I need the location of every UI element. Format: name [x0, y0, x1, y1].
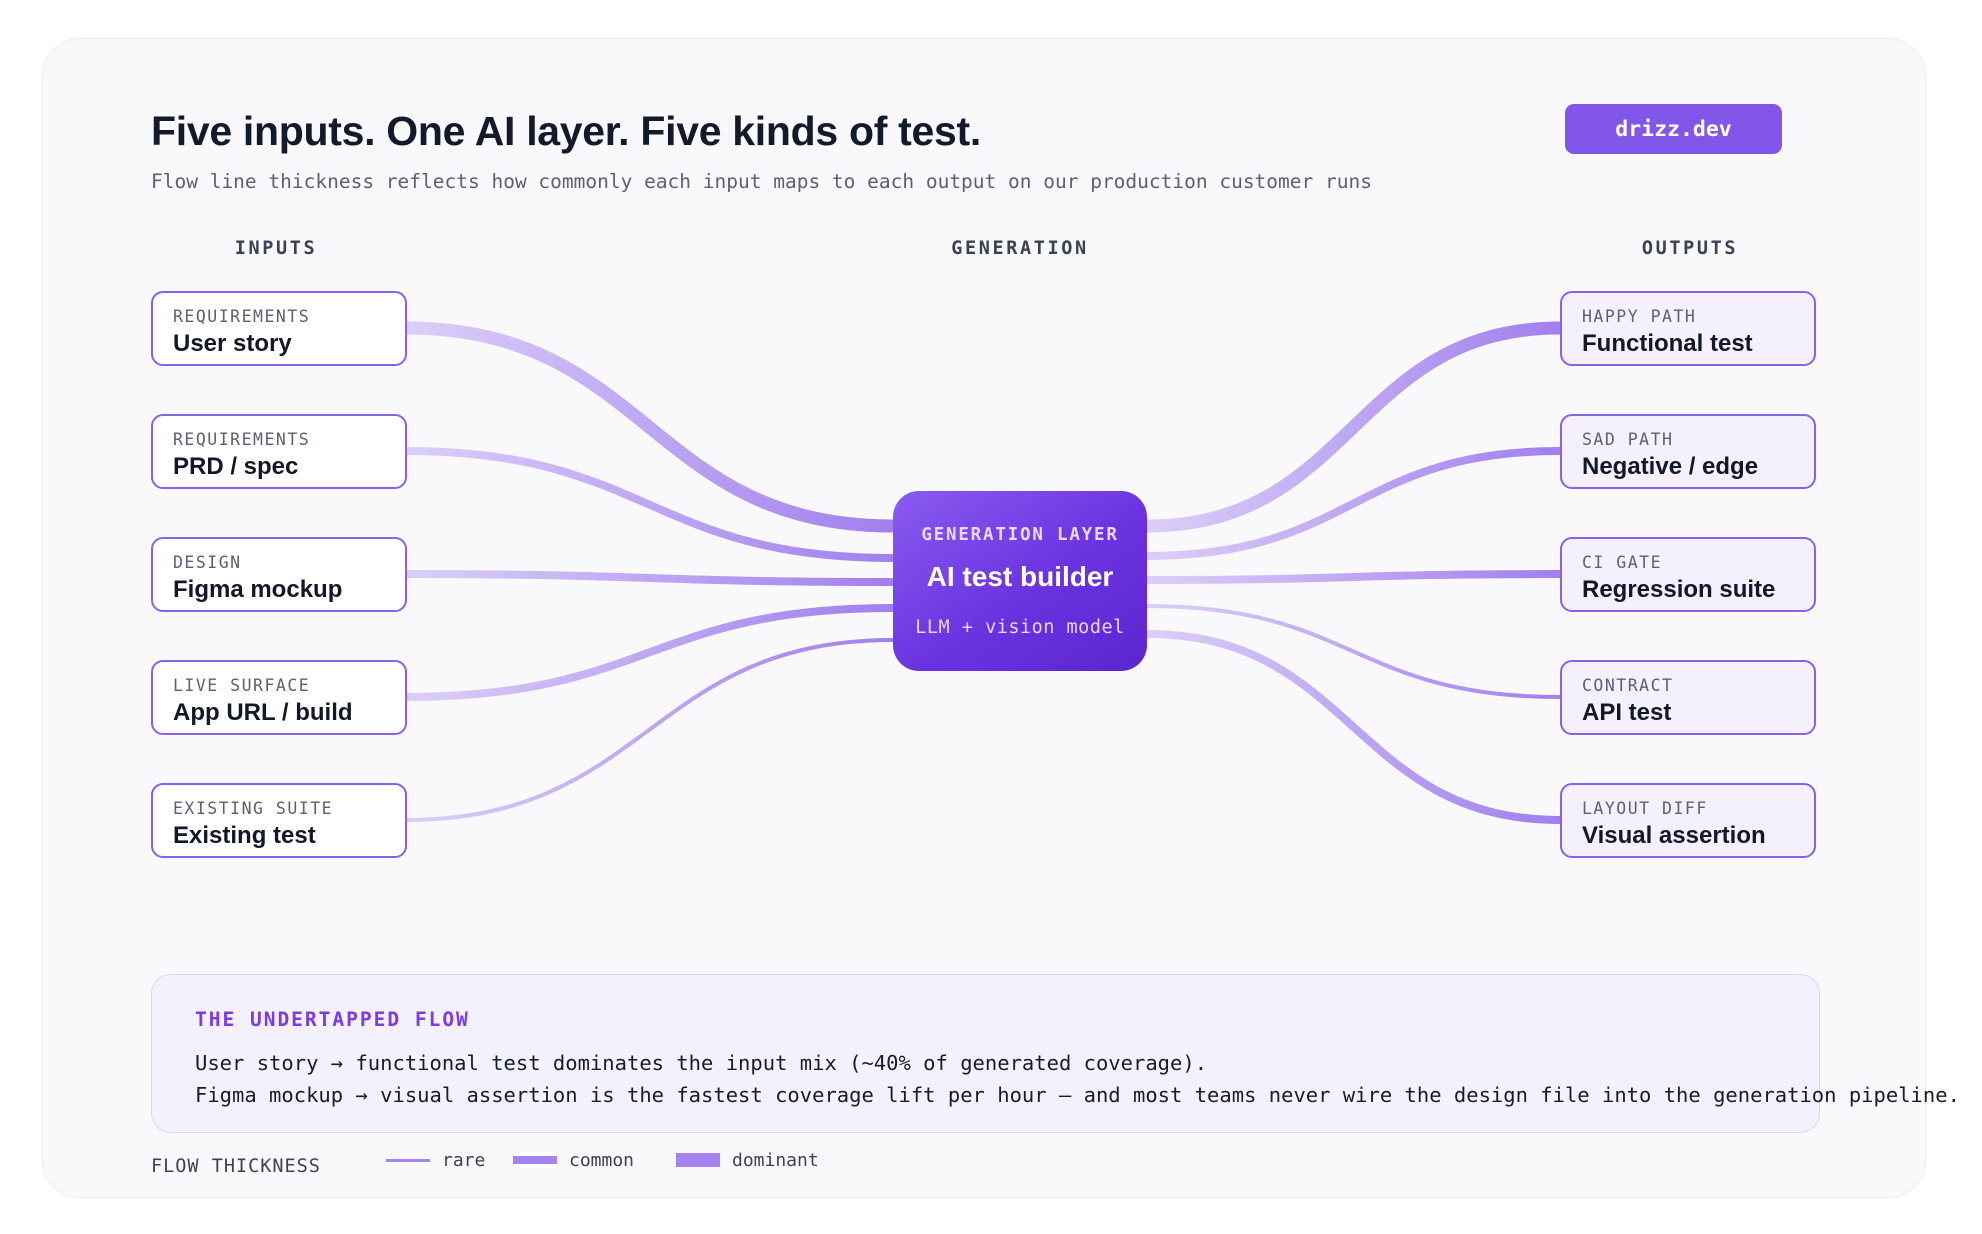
legend-item-dominant: dominant	[676, 1148, 819, 1172]
callout-line-1: User story → functional test dominates t…	[195, 1051, 1208, 1075]
page-subtitle: Flow line thickness reflects how commonl…	[151, 170, 1372, 193]
output-flow-line	[1146, 604, 1561, 699]
output-label: API test	[1582, 699, 1672, 726]
brand-badge[interactable]: drizz.dev	[1565, 104, 1782, 154]
output-kind: CI GATE	[1582, 553, 1663, 572]
page-title: Five inputs. One AI layer. Five kinds of…	[151, 108, 981, 154]
generation-column-heading: GENERATION	[951, 238, 1089, 259]
legend-swatch-common	[513, 1156, 557, 1164]
output-node-functional-test[interactable]: HAPPY PATH Functional test	[1560, 291, 1816, 366]
output-kind: CONTRACT	[1582, 676, 1674, 695]
output-label: Visual assertion	[1582, 822, 1766, 849]
input-node-figma-mockup[interactable]: DESIGN Figma mockup	[151, 537, 407, 612]
input-label: PRD / spec	[173, 453, 299, 480]
input-kind: EXISTING SUITE	[173, 799, 334, 818]
callout-title: THE UNDERTAPPED FLOW	[195, 1008, 470, 1031]
input-label: Existing test	[173, 822, 316, 849]
legend-item-common: common	[513, 1148, 634, 1172]
output-kind: SAD PATH	[1582, 430, 1674, 449]
generation-node[interactable]: GENERATION LAYER AI test builder LLM + v…	[893, 491, 1147, 671]
output-node-regression-suite[interactable]: CI GATE Regression suite	[1560, 537, 1816, 612]
input-label: Figma mockup	[173, 576, 343, 603]
output-node-api-test[interactable]: CONTRACT API test	[1560, 660, 1816, 735]
input-flow-line	[404, 570, 894, 586]
output-label: Functional test	[1582, 330, 1753, 357]
input-flow-line	[404, 321, 894, 533]
outputs-column-heading: OUTPUTS	[1641, 238, 1739, 259]
output-flow-line	[1146, 630, 1561, 824]
legend-title: FLOW THICKNESS	[151, 1156, 321, 1177]
output-kind: HAPPY PATH	[1582, 307, 1697, 326]
output-flow-line	[1146, 447, 1561, 560]
output-flow-line	[1146, 570, 1561, 584]
legend-swatch-dominant	[676, 1153, 720, 1167]
generation-sublabel: LLM + vision model	[915, 617, 1125, 638]
input-kind: DESIGN	[173, 553, 242, 572]
output-label: Regression suite	[1582, 576, 1776, 603]
input-node-existing-test[interactable]: EXISTING SUITE Existing test	[151, 783, 407, 858]
legend-label: common	[569, 1149, 635, 1171]
output-node-negative-edge[interactable]: SAD PATH Negative / edge	[1560, 414, 1816, 489]
generation-kind: GENERATION LAYER	[921, 525, 1119, 545]
generation-label: AI test builder	[926, 561, 1114, 592]
input-label: App URL / build	[173, 699, 353, 726]
inputs-column-heading: INPUTS	[234, 238, 318, 259]
legend-swatch-rare	[386, 1158, 430, 1162]
callout-line-2: Figma mockup → visual assertion is the f…	[195, 1083, 1960, 1107]
input-flow-line	[404, 604, 894, 701]
input-kind: REQUIREMENTS	[173, 307, 311, 326]
output-flow-line	[1146, 321, 1561, 533]
input-node-user-story[interactable]: REQUIREMENTS User story	[151, 291, 407, 366]
input-node-prd-spec[interactable]: REQUIREMENTS PRD / spec	[151, 414, 407, 489]
legend-item-rare: rare	[386, 1148, 485, 1172]
legend-label: rare	[442, 1149, 486, 1171]
input-flow-line	[404, 447, 894, 562]
legend-label: dominant	[732, 1149, 819, 1171]
output-node-visual-assertion[interactable]: LAYOUT DIFF Visual assertion	[1560, 783, 1816, 858]
undertapped-flow-callout: THE UNDERTAPPED FLOW User story → functi…	[151, 974, 1960, 1133]
output-kind: LAYOUT DIFF	[1582, 799, 1708, 818]
input-label: User story	[173, 330, 292, 357]
input-kind: LIVE SURFACE	[173, 676, 311, 695]
input-node-app-url[interactable]: LIVE SURFACE App URL / build	[151, 660, 407, 735]
input-flow-line	[404, 638, 894, 822]
output-label: Negative / edge	[1582, 453, 1759, 480]
input-kind: REQUIREMENTS	[173, 430, 311, 449]
